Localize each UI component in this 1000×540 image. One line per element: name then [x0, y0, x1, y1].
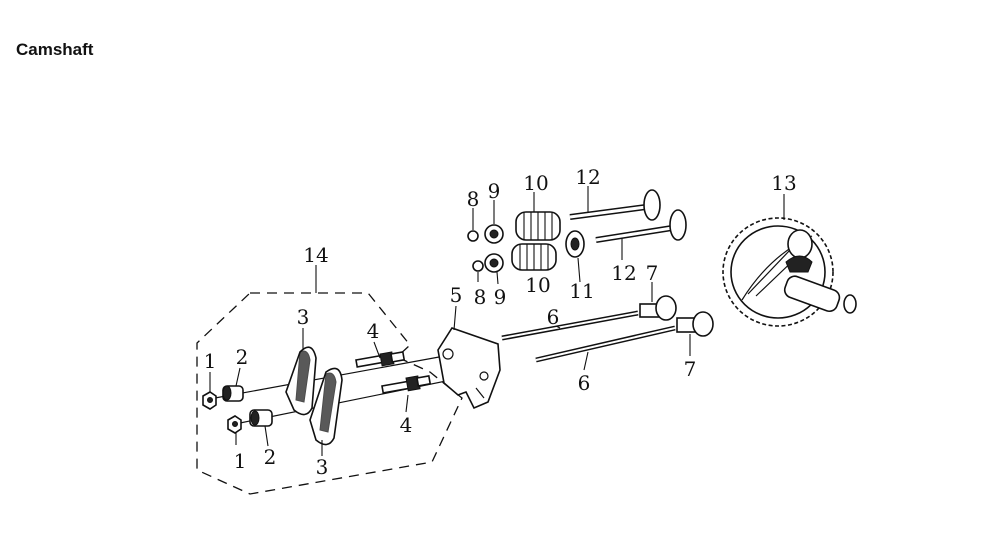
valve-seal [565, 230, 585, 258]
push-rod-lower [535, 325, 676, 363]
callout-10-upper: 10 [523, 171, 548, 195]
callout-14: 14 [303, 243, 328, 267]
leader-lines [209, 186, 785, 456]
rocker-pivot-upper [222, 385, 244, 402]
callout-9-upper: 9 [488, 179, 501, 203]
callout-13: 13 [771, 171, 796, 195]
valve-collet-lower [472, 260, 484, 272]
callout-4-upper: 4 [367, 319, 380, 343]
callout-8-lower: 8 [474, 285, 487, 309]
spring-retainer-lower [484, 253, 504, 273]
spring-retainer-upper [484, 224, 504, 244]
callout-3-lower: 3 [316, 455, 329, 479]
camshaft-gear [722, 217, 857, 327]
push-rod-upper [501, 310, 639, 341]
callout-12-upper: 12 [575, 165, 600, 189]
callout-1-upper: 1 [204, 349, 217, 373]
pivot-bolt-lower [381, 374, 432, 394]
rocker-arm-lower [309, 367, 343, 446]
callout-2-lower: 2 [264, 445, 277, 469]
callout-11: 11 [569, 279, 594, 303]
valve-lower [595, 209, 687, 243]
adjust-nut-upper-hole [207, 397, 213, 403]
tappet-upper [639, 295, 677, 321]
adjust-nut-lower-hole [232, 421, 238, 427]
callout-12-lower: 12 [611, 261, 636, 285]
callout-9-lower: 9 [494, 285, 507, 309]
callout-2-upper: 2 [236, 345, 249, 369]
rocker-arm-upper [285, 346, 317, 416]
callout-6-lower: 6 [578, 371, 591, 395]
rocker-pivot-lower [249, 409, 273, 427]
pivot-bolt-upper [355, 350, 406, 368]
callout-3-upper: 3 [297, 305, 310, 329]
callout-4-lower: 4 [400, 413, 413, 437]
valve-collet-upper [467, 230, 479, 242]
guide-plate [437, 327, 501, 410]
valve-spring-upper [515, 211, 561, 241]
page-title: Camshaft [16, 40, 94, 59]
callout-8-upper: 8 [467, 187, 480, 211]
callout-5: 5 [450, 283, 463, 307]
rocker-assembly-outline [196, 292, 463, 495]
callout-1-lower: 1 [234, 449, 247, 473]
callout-labels: 1 1 2 2 3 3 4 4 5 6 6 7 7 8 8 9 9 10 10 … [204, 165, 797, 479]
callout-7-lower: 7 [684, 357, 697, 381]
callout-10-lower: 10 [525, 273, 550, 297]
callout-6-upper: 6 [547, 305, 560, 329]
valve-spring-lower [511, 243, 557, 271]
callout-7-upper: 7 [646, 261, 659, 285]
tappet-lower [676, 311, 714, 337]
valve-upper [569, 189, 661, 221]
